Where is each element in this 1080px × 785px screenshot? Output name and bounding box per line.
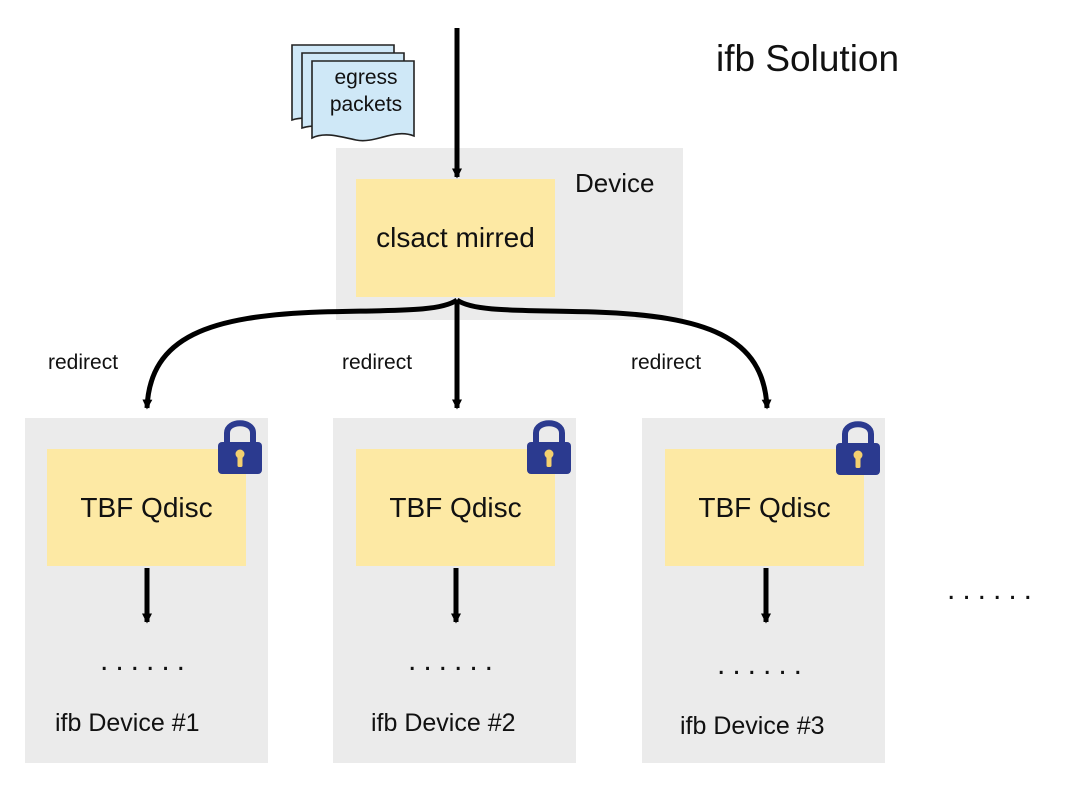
lock-icon: [836, 421, 880, 475]
stacked-documents-icon: [291, 44, 415, 142]
main-device-label: Device: [575, 168, 655, 198]
tbf-qdisc-label-1: TBF Qdisc: [80, 491, 213, 523]
ifb-device-label-1: ifb Device #1: [55, 709, 200, 737]
more-devices-ellipsis: ......: [947, 573, 1040, 606]
ifb-device-label-2: ifb Device #2: [371, 709, 516, 737]
egress-packets-label: egress packets: [316, 64, 416, 118]
tbf-qdisc-box-2: TBF Qdisc: [356, 449, 555, 566]
ifb-device-label-3: ifb Device #3: [680, 712, 825, 740]
lock-icon: [527, 420, 571, 474]
tbf-qdisc-label-2: TBF Qdisc: [389, 491, 522, 523]
clsact-mirred-label: clsact mirred: [376, 222, 535, 253]
redirect-label-2: redirect: [342, 351, 413, 374]
redirect-arrow-1: [142, 297, 459, 410]
egress-label-line1: egress: [334, 66, 398, 89]
tbf-qdisc-box-3: TBF Qdisc: [665, 449, 864, 566]
ellipsis-3: ......: [717, 648, 810, 681]
redirect-arrow-3: [455, 297, 772, 410]
redirect-label-3: redirect: [631, 351, 702, 374]
egress-label-line2: packets: [329, 93, 403, 116]
clsact-mirred-box: clsact mirred: [356, 179, 555, 297]
lock-icon: [218, 420, 262, 474]
page-title: ifb Solution: [716, 38, 900, 79]
ellipsis-1: ......: [100, 644, 193, 677]
tbf-qdisc-box-1: TBF Qdisc: [47, 449, 246, 566]
ellipsis-2: ......: [408, 644, 501, 677]
redirect-label-1: redirect: [48, 351, 119, 374]
tbf-qdisc-label-3: TBF Qdisc: [698, 491, 831, 523]
